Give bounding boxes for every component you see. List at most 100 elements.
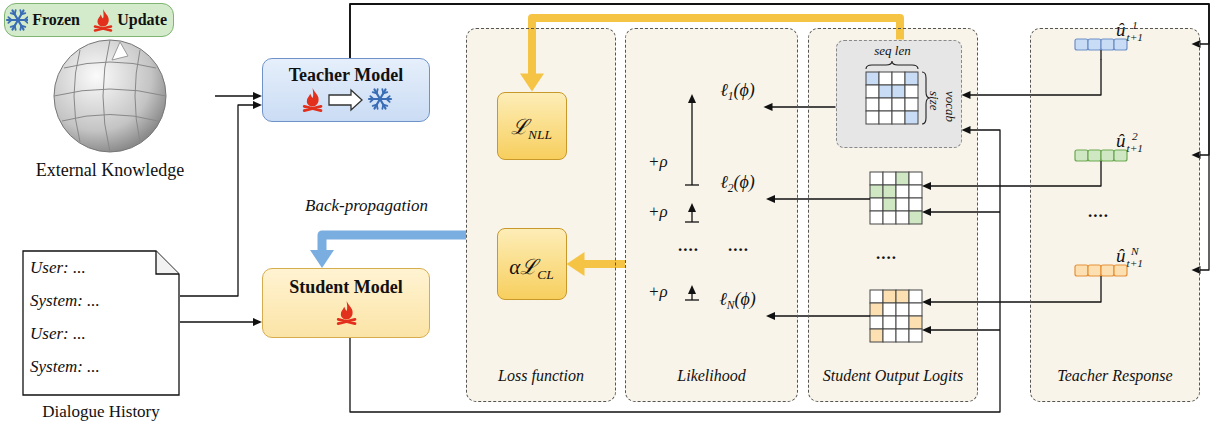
snowflake-branch (383, 92, 387, 93)
fire-icon (95, 9, 111, 31)
teacher-response: û1t+1 (1068, 28, 1192, 60)
puzzle-seam (74, 50, 80, 142)
loss-term: αℒCL (504, 255, 560, 283)
logit-cell (896, 290, 909, 303)
token-cell (1101, 265, 1114, 276)
snowflake-arm (13, 10, 19, 20)
axis-label: vocab size (924, 91, 957, 105)
line (180, 321, 256, 322)
highlight-fill (836, 40, 962, 148)
snowflake-branch (376, 89, 379, 93)
stage-panel: Loss function ℒNLL αℒCL (466, 28, 616, 402)
puzzle-seam (64, 62, 156, 68)
logit-cell (896, 198, 909, 211)
logit-cell (909, 211, 922, 224)
line (772, 198, 870, 199)
token-cell (1075, 265, 1088, 276)
state-icon (332, 298, 360, 326)
logit-cell (870, 185, 883, 198)
logit-cell (896, 316, 909, 329)
math-part: (ϕ) (733, 172, 754, 192)
line (350, 130, 1000, 412)
globe-illustration (50, 36, 170, 156)
connector (764, 103, 836, 111)
page-outline (23, 251, 179, 395)
logit-cell (870, 172, 883, 185)
legend-icon (90, 7, 113, 33)
math-label: ℓ1(ϕ) (718, 80, 758, 104)
logit-cell (866, 72, 879, 85)
line (350, 4, 1209, 270)
token-cell (1088, 265, 1101, 276)
logit-cell (883, 290, 896, 303)
legend-text: Frozen (32, 11, 80, 29)
flame (307, 88, 319, 106)
feed-arrow (922, 208, 1000, 216)
line (691, 100, 692, 185)
snowflake-branch (21, 13, 25, 14)
token-cell (1114, 39, 1127, 50)
logit-cell (879, 111, 892, 124)
logs (95, 27, 111, 31)
logit-cell (896, 329, 909, 342)
line (691, 209, 692, 222)
dialogue-document: User: ...System: ...User: ...System: ...… (22, 250, 180, 422)
dialogue-turn: System: ... (30, 291, 100, 311)
margin-arrow (688, 94, 696, 185)
logit-cell (883, 172, 896, 185)
snowflake-branch (381, 105, 384, 109)
math-part: NLL (528, 126, 552, 141)
line (350, 4, 1209, 58)
logit-cell (866, 111, 879, 124)
margin-tick (685, 299, 699, 300)
token-cell (1101, 150, 1114, 161)
margin-arrow (688, 285, 696, 300)
connector (215, 92, 262, 100)
margin-tick (685, 221, 699, 222)
page-fold (156, 251, 179, 274)
snowflake-branch (19, 26, 22, 30)
logit-cell (909, 303, 922, 316)
logit-cell (896, 172, 909, 185)
loss-box: ℒNLL (497, 92, 567, 160)
puzzle-seam (62, 115, 158, 122)
logit-cell (883, 316, 896, 329)
model-name: Teacher Model (289, 65, 404, 86)
logit-cell (879, 85, 892, 98)
logit-cell (892, 111, 905, 124)
likelihood-arrow (766, 195, 870, 203)
logit-cell (896, 211, 909, 224)
math-label: ℓ2(ϕ) (718, 172, 758, 196)
logit-cell (905, 85, 918, 98)
script-stack: 2t+1 (1126, 131, 1143, 155)
teacher-box: Teacher Model (262, 58, 430, 122)
line (928, 211, 1000, 212)
logit-cell (909, 198, 922, 211)
line (928, 329, 1000, 330)
math-part: N (727, 299, 735, 311)
snowflake-arm (18, 10, 24, 20)
script-stack: 1t+1 (1126, 20, 1143, 44)
math-label: ℓN(ϕ) (718, 289, 758, 313)
snowflake-branch (14, 10, 17, 14)
snowflake-branch (373, 105, 377, 106)
margin-label: +ρ (648, 282, 668, 302)
connector (962, 60, 1102, 100)
logit-cell (905, 111, 918, 124)
flame (341, 301, 353, 319)
math-part: (ϕ) (734, 289, 755, 309)
document-caption: Dialogue History (22, 402, 180, 422)
panel-label: Loss function (473, 366, 609, 385)
connector (350, 4, 1209, 274)
snowflake-arm (13, 20, 19, 30)
ellipsis: .... (876, 244, 897, 264)
logit-cell (883, 329, 896, 342)
dialogue-turn: User: ... (30, 324, 86, 344)
feed-arrow (922, 326, 1000, 334)
logit-cell (892, 72, 905, 85)
edge-label: Back-propagation (303, 196, 430, 216)
math-part: û (1116, 245, 1126, 266)
logit-cell (866, 85, 879, 98)
globe (54, 40, 166, 152)
